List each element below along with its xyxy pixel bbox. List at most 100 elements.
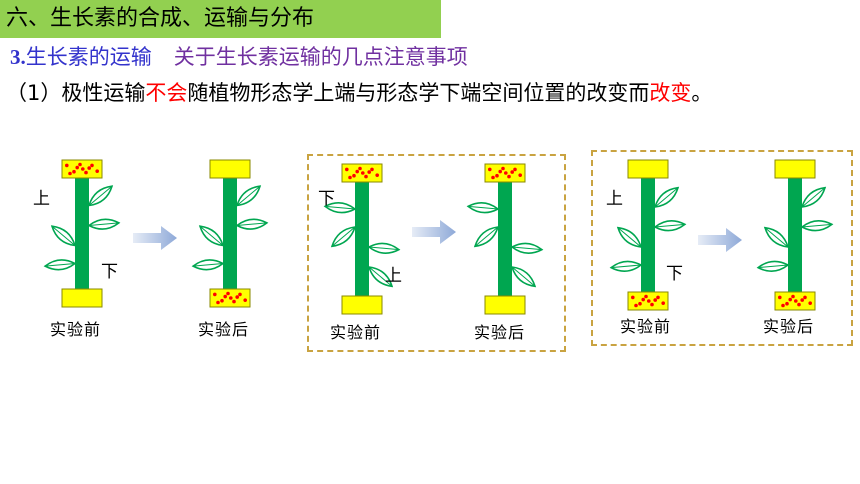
diagram2-before-segment-leaf-3-vein	[331, 226, 356, 247]
diagram3-before-segment-leaf-4-vein	[611, 264, 642, 269]
diagram2-before-segment-bottom-block	[341, 295, 383, 315]
diagram1-before-segment-leaf-3-vein	[51, 225, 76, 246]
diagram3-after-segment-stem	[788, 178, 802, 292]
diagram3-before-segment-stem	[641, 178, 655, 292]
diagram1-before-segment-top-block-auxin-dot-7	[81, 167, 85, 171]
diagram2-before-segment-top-block-auxin-dot-7	[361, 171, 365, 175]
point-emphasis-2: 改变	[649, 81, 692, 105]
diagram2-bottom-label: 上	[385, 266, 402, 286]
diagram3-before-segment-bottom-block-auxin-dot-8	[653, 298, 657, 302]
diagram3-after-segment-bottom-block-auxin-dot-1	[785, 301, 789, 306]
diagram3-after-segment-top-block	[774, 159, 816, 179]
diagram2-before-segment-top-block-auxin-dot-9	[355, 169, 360, 174]
point-middle: 随植物形态学上端与形态学下端空间位置的改变而	[187, 81, 650, 105]
diagram1-after-segment-bottom-block-auxin-dot-1	[220, 298, 224, 303]
diagram2-after-segment-top-block-auxin-dot-7	[504, 171, 508, 175]
diagram3-after-segment-leaf-3-vein	[764, 227, 789, 248]
diagram3-before-segment-bottom-block-auxin-dot-5	[661, 301, 665, 305]
diagram2-after-segment-top-block-auxin-dot-3	[507, 174, 511, 179]
diagram2-after-segment-leaf-4-vein	[468, 205, 499, 210]
diagram3-top-label: 上	[606, 189, 623, 209]
diagram1-before-segment-bottom-block	[61, 288, 103, 308]
diagram3-before-segment-bottom-block-auxin-dot-0	[631, 295, 635, 300]
diagram2-after-segment-stem	[498, 182, 512, 296]
diagram3-before-caption: 实验前	[620, 317, 672, 336]
diagram1-after-segment-bottom-block-auxin-dot-9	[223, 294, 227, 299]
subheading-number: 3.	[10, 45, 26, 69]
diagram1-before-segment-stem	[75, 178, 89, 289]
diagram3-after-segment-bottom-block-auxin-dot-3	[797, 302, 801, 307]
diagram1-after-segment-bottom-block-auxin-dot-3	[232, 299, 236, 304]
diagram1-before-segment-top-block-auxin-dot-3	[84, 170, 88, 175]
diagram1-after-segment-top-block	[209, 159, 251, 179]
diagram1-before-segment-leaf-2-vein	[88, 222, 119, 226]
diagram1-after-caption: 实验后	[198, 320, 250, 339]
diagram2-before-segment-top-block-auxin-dot-4	[370, 167, 374, 172]
diagram2-after-segment-top-block-auxin-dot-8	[510, 170, 514, 174]
diagram2-arrow	[412, 220, 456, 244]
diagram3-before-segment-bottom-block-auxin-dot-1	[638, 301, 642, 306]
dashed-frame-inverted-blocks	[591, 150, 853, 346]
diagram2-after-segment-leaf-2-vein	[511, 246, 542, 251]
diagram2-after-segment-top-block-auxin-dot-5	[518, 173, 522, 177]
diagram2-after-segment-top-block-auxin-dot-4	[513, 167, 517, 172]
diagram3-before-segment-bottom-block-auxin-dot-6	[634, 303, 638, 308]
diagram2-before-segment-top-block-auxin-dot-1	[352, 173, 356, 178]
diagram2-before-segment-top-block-auxin-dot-2	[358, 166, 362, 171]
point-prefix: （1）极性运输	[6, 81, 146, 105]
diagram2-after-segment-top-block-auxin-dot-6	[491, 175, 495, 180]
diagram3-after-caption: 实验后	[763, 317, 815, 336]
diagram1-after-segment-leaf-3-vein	[199, 225, 224, 246]
diagram1-after-segment-bottom-block-auxin-dot-2	[226, 291, 230, 296]
diagram3-before-segment-bottom-block-auxin-dot-7	[647, 299, 651, 303]
diagram1-after-segment-bottom-block-auxin-dot-5	[243, 298, 247, 302]
diagram1-after-segment-leaf-1-vein	[236, 185, 261, 206]
diagram3-before-segment-leaf-3-vein	[617, 227, 642, 248]
diagram3-before-segment-top-block	[627, 159, 669, 179]
diagram3-before-segment-bottom-block-auxin-dot-9	[641, 297, 645, 302]
diagram1-before-segment-top-block-auxin-dot-6	[68, 171, 72, 176]
diagram1-before-segment-top-block-auxin-dot-5	[95, 169, 99, 173]
diagram2-before-segment-top-block-auxin-dot-8	[367, 170, 372, 174]
diagram1-before-segment-leaf-4-vein	[45, 263, 76, 267]
diagram3-before-segment-leaf-1-vein	[654, 187, 679, 208]
diagram2-after-segment-bottom-block	[484, 295, 526, 315]
diagram2-before-segment-leaf-1-vein	[368, 266, 393, 287]
diagram2-after-segment-leaf-3-vein	[474, 226, 499, 247]
dashed-frame-inverted-upside-down	[307, 154, 566, 352]
diagram1-before-segment-top-block-auxin-dot-0	[65, 163, 69, 168]
diagram2-before-segment-stem	[355, 182, 369, 296]
diagram1-after-segment-bottom-block-auxin-dot-6	[216, 300, 220, 305]
diagram3-after-segment-bottom-block-auxin-dot-2	[791, 294, 795, 299]
diagram3-after-segment-bottom-block-auxin-dot-9	[788, 297, 792, 302]
diagram2-after-segment-leaf-1-vein	[511, 266, 536, 287]
diagram3-after-segment-leaf-4-vein	[758, 264, 789, 269]
diagram1-before-segment-top-block-auxin-dot-8	[87, 166, 91, 170]
diagram3-bottom-label: 下	[666, 264, 683, 284]
diagram1-before-segment-leaf-1-vein	[88, 185, 113, 206]
diagram1-arrow	[133, 226, 177, 250]
diagram2-before-segment-top-block-auxin-dot-5	[375, 173, 380, 177]
diagram1-top-label: 上	[33, 189, 50, 209]
diagram3-before-segment-bottom-block-auxin-dot-4	[656, 295, 660, 300]
point-emphasis-1: 不会	[145, 81, 188, 105]
diagram2-top-label: 下	[318, 189, 335, 209]
diagram2-before-segment-leaf-2-vein	[368, 246, 399, 251]
diagram2-before-caption: 实验前	[330, 323, 382, 342]
diagram1-after-segment-bottom-block-auxin-dot-4	[238, 292, 242, 297]
diagram3-after-segment-bottom-block-auxin-dot-8	[800, 298, 804, 302]
diagram3-before-segment-leaf-2-vein	[654, 223, 685, 228]
subheading-topic: 关于生长素运输的几点注意事项	[173, 45, 468, 69]
subheading-title: 生长素的运输	[25, 45, 152, 69]
diagram2-before-segment-top-block-auxin-dot-6	[348, 175, 352, 180]
diagram3-after-segment-bottom-block-auxin-dot-6	[781, 303, 785, 308]
diagram1-after-segment-bottom-block-auxin-dot-7	[229, 296, 233, 300]
diagram3-after-segment-bottom-block-auxin-dot-5	[808, 301, 812, 305]
diagram2-after-segment-top-block-auxin-dot-2	[501, 166, 505, 171]
diagram1-after-segment-stem	[223, 178, 237, 289]
diagram2-after-segment-top-block-auxin-dot-9	[498, 169, 503, 174]
diagram1-before-segment-top-block-auxin-dot-1	[72, 169, 76, 174]
diagram2-before-segment-top-block-auxin-dot-3	[364, 174, 368, 179]
diagram1-after-segment-leaf-2-vein	[236, 222, 267, 226]
